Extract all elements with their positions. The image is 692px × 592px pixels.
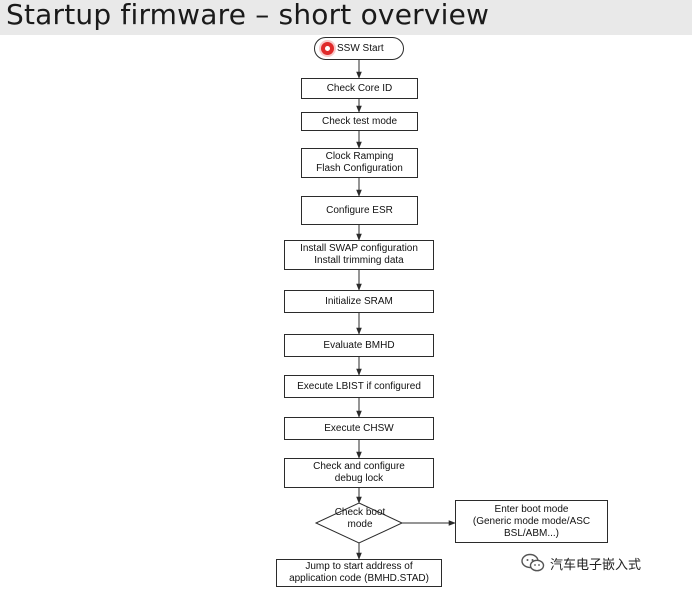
step-check-test-mode: Check test mode <box>301 112 418 131</box>
start-icon <box>321 42 334 55</box>
watermark-text: 汽车电子嵌入式 <box>550 558 642 573</box>
slide-title: Startup firmware – short overview <box>6 0 490 31</box>
title-bar: Startup firmware – short overview <box>0 0 692 35</box>
step-execute-lbist: Execute LBIST if configured <box>284 375 434 398</box>
watermark: 汽车电子嵌入式 <box>520 553 688 573</box>
step-label: Configure ESR <box>326 204 393 216</box>
step-label: Check and configure debug lock <box>313 461 405 484</box>
step-label: Check Core ID <box>326 82 393 94</box>
step-label: Check test mode <box>321 115 398 127</box>
decision-label: Check boot mode <box>334 507 386 530</box>
start-label: SSW Start <box>337 43 384 54</box>
step-check-core-id: Check Core ID <box>301 78 418 99</box>
jump-to-application-box: Jump to start address of application cod… <box>276 559 442 587</box>
wechat-icon <box>521 553 545 572</box>
step-clock-ramping: Clock Ramping Flash Configuration <box>301 148 418 178</box>
jump-label: Jump to start address of application cod… <box>289 561 429 584</box>
step-label: Initialize SRAM <box>325 295 393 307</box>
step-label: Install SWAP configuration Install trimm… <box>300 243 418 266</box>
step-label: Execute CHSW <box>324 422 394 434</box>
decision-diamond <box>314 502 404 544</box>
step-evaluate-bmhd: Evaluate BMHD <box>284 334 434 357</box>
start-terminal: SSW Start <box>314 37 404 60</box>
step-configure-esr: Configure ESR <box>301 196 418 225</box>
step-execute-chsw: Execute CHSW <box>284 417 434 440</box>
step-label: Evaluate BMHD <box>323 339 395 351</box>
step-label: Execute LBIST if configured <box>297 380 421 392</box>
step-label: Clock Ramping Flash Configuration <box>316 151 403 174</box>
step-install-swap: Install SWAP configuration Install trimm… <box>284 240 434 270</box>
step-debug-lock: Check and configure debug lock <box>284 458 434 488</box>
boot-mode-box: Enter boot mode (Generic mode mode/ASC B… <box>455 500 608 543</box>
boot-mode-label: Enter boot mode (Generic mode mode/ASC B… <box>472 503 591 539</box>
step-initialize-sram: Initialize SRAM <box>284 290 434 313</box>
